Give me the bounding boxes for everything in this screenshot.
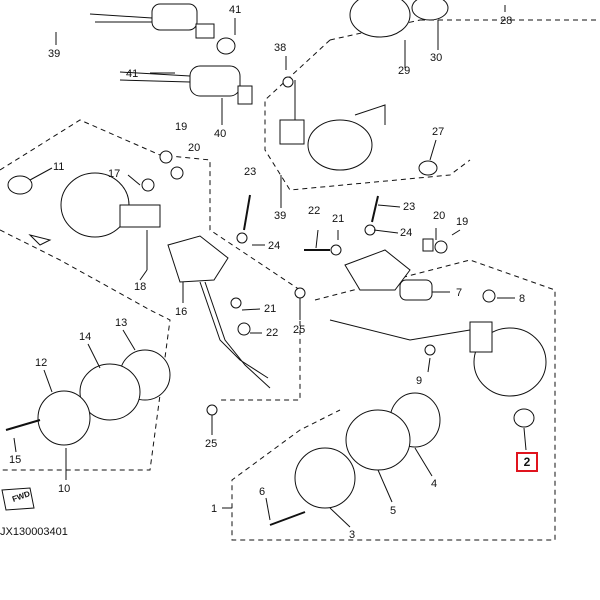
bulb-socket-40	[119, 65, 253, 105]
callout-41-top: 41	[229, 4, 242, 16]
callout-39-top: 39	[48, 48, 61, 60]
lens-ring-29	[349, 0, 411, 38]
washer-20-left	[170, 166, 184, 180]
screw-15	[5, 419, 41, 431]
callout-41-mid: 41	[126, 68, 139, 80]
callout-5: 5	[390, 505, 397, 517]
callout-14: 14	[79, 331, 92, 343]
callout-4: 4	[431, 478, 438, 490]
callout-24-left: 24	[268, 240, 281, 252]
callout-19-left: 19	[175, 121, 188, 133]
callout-30: 30	[430, 52, 443, 64]
bulb-27	[418, 160, 438, 176]
turn-signal-bulb-socket-top	[89, 3, 215, 39]
washer-24-right	[364, 224, 376, 236]
callout-23-right: 23	[403, 201, 416, 213]
callout-29: 29	[398, 65, 411, 77]
callout-27: 27	[432, 126, 445, 138]
callout-19-right: 19	[456, 216, 469, 228]
callout-8: 8	[519, 293, 526, 305]
callout-11: 11	[53, 161, 65, 173]
callout-6: 6	[259, 486, 266, 498]
callout-18: 18	[134, 281, 147, 293]
fwd-arrow	[1, 487, 35, 511]
lens-12	[37, 390, 91, 446]
lens-30	[411, 0, 449, 21]
callout-20-left: 20	[188, 142, 201, 154]
clip-25-right	[294, 287, 306, 299]
signal-housing-left	[28, 172, 161, 246]
callout-25-left: 25	[205, 438, 218, 450]
nut-22-left	[237, 322, 251, 336]
callout-21-left: 21	[264, 303, 277, 315]
callout-7: 7	[456, 287, 463, 299]
nut-19-right	[434, 240, 448, 254]
diagram-code: JX130003401	[0, 526, 68, 538]
bolt-23-left	[243, 194, 251, 231]
nut-19-left	[159, 150, 173, 164]
nut-41-top	[216, 37, 236, 55]
bracket-16	[167, 235, 271, 389]
callout-22-left: 22	[266, 327, 279, 339]
callout-39-mid: 39	[274, 210, 287, 222]
bracket-7	[344, 249, 433, 301]
callout-10: 10	[58, 483, 71, 495]
callout-15: 15	[9, 454, 22, 466]
washer-20-right	[422, 238, 434, 252]
callout-17: 17	[108, 168, 121, 180]
screw-6	[269, 511, 306, 526]
callout-12: 12	[35, 357, 48, 369]
callout-28: 28	[500, 15, 513, 27]
callout-1: 1	[211, 503, 218, 515]
lens-3	[294, 447, 356, 509]
bulb-2	[513, 408, 535, 428]
callout-3: 3	[349, 529, 356, 541]
callout-21-right: 21	[332, 213, 345, 225]
bolt-23-right	[371, 195, 379, 223]
signal-housing-right	[329, 319, 547, 397]
callout-2-highlighted: 2	[516, 452, 538, 472]
lens-ring-14	[79, 363, 141, 421]
clip-25-left	[206, 404, 218, 416]
callout-38: 38	[274, 42, 287, 54]
callout-22-right: 22	[308, 205, 321, 217]
washer-24-left	[236, 232, 248, 244]
bulb-11	[7, 175, 33, 195]
bolt-8	[482, 289, 496, 303]
signal-housing-top	[279, 76, 386, 171]
callout-24-right: 24	[400, 227, 413, 239]
washer-21-right	[330, 244, 342, 256]
washer-21-left	[230, 297, 242, 309]
callout-23-left: 23	[244, 166, 257, 178]
lens-ring-5	[345, 409, 411, 471]
bolt-17	[141, 178, 155, 192]
callout-9: 9	[416, 375, 423, 387]
callout-13: 13	[115, 317, 128, 329]
callout-40: 40	[214, 128, 227, 140]
washer-9	[424, 344, 436, 356]
callout-16: 16	[175, 306, 188, 318]
group-outline-left	[0, 119, 301, 471]
callout-25-right: 25	[293, 324, 306, 336]
callout-20-right: 20	[433, 210, 446, 222]
group-outline-right	[231, 259, 556, 541]
